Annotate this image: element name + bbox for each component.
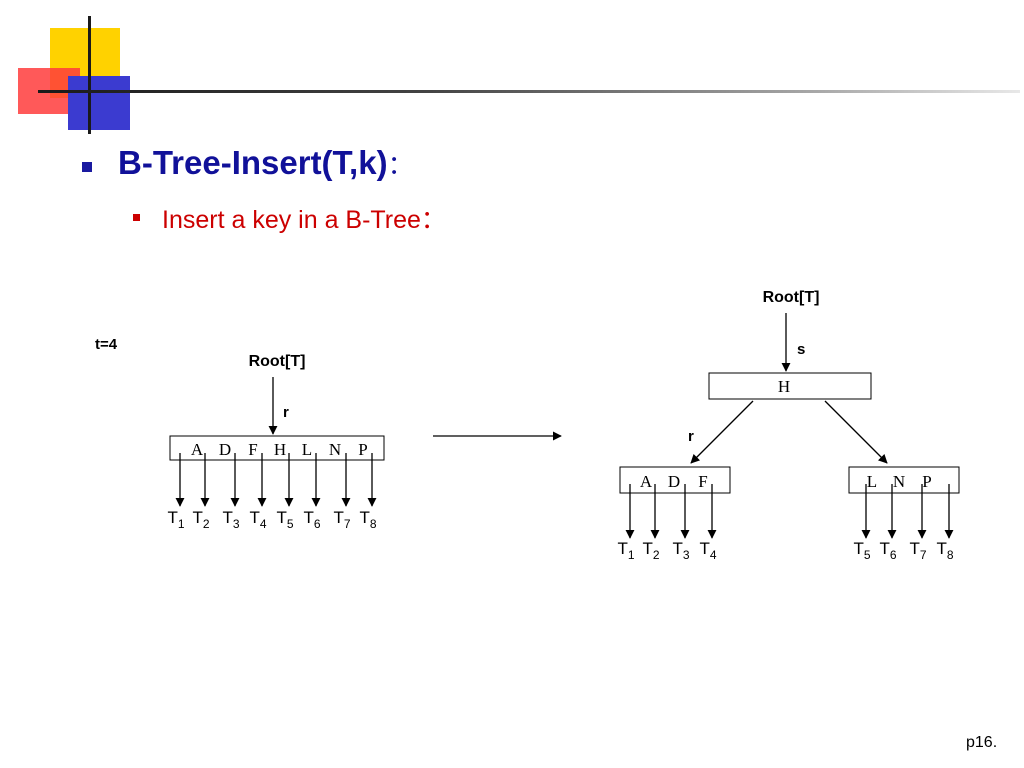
left-node xyxy=(169,435,385,461)
decor-horizontal-line xyxy=(38,90,1020,93)
left-root-label: Root[T] xyxy=(249,353,306,370)
left-node-children: T1 T2 T3 T4 T5 T6 T7 T8 xyxy=(167,453,377,531)
left-node-child-label: T5 xyxy=(276,508,293,531)
t-label: t=4 xyxy=(95,336,118,353)
bullet-square-icon xyxy=(82,162,92,172)
right-right-node-child-label: T6 xyxy=(879,539,896,562)
right-left-node-key: F xyxy=(698,472,707,491)
right-right-node-child-label: T5 xyxy=(853,539,870,562)
right-right-node-child-label: T8 xyxy=(936,539,953,562)
right-right-node-child-label: T7 xyxy=(909,539,926,562)
right-root-key: H xyxy=(778,377,790,396)
left-node-child-label: T4 xyxy=(249,508,266,531)
right-left-node-child-label: T3 xyxy=(672,539,689,562)
right-left-node-child-label: T1 xyxy=(617,539,634,562)
left-node-child-label: T8 xyxy=(359,508,376,531)
left-node-key: P xyxy=(358,440,367,459)
right-left-node-child-label: T2 xyxy=(642,539,659,562)
right-left-pointer-label: r xyxy=(688,428,694,445)
decor-blue-square xyxy=(68,76,130,130)
right-right-branch-arrow xyxy=(824,400,888,464)
left-node-key: H xyxy=(274,440,286,459)
left-node-child-label: T1 xyxy=(167,508,184,531)
right-right-node xyxy=(848,466,960,494)
right-right-node-children: T5 T6 T7 T8 xyxy=(853,484,954,562)
right-right-node-key: N xyxy=(893,472,905,491)
right-left-branch-arrow xyxy=(690,400,754,464)
decor-vertical-line xyxy=(88,16,91,134)
right-left-node-children: T1 T2 T3 T4 xyxy=(617,484,717,562)
right-right-node-key: P xyxy=(922,472,931,491)
left-node-child-label: T6 xyxy=(303,508,320,531)
page-number: p16. xyxy=(966,734,998,751)
left-node-key: A xyxy=(191,440,204,459)
left-node-key: L xyxy=(302,440,312,459)
right-left-node-key: A xyxy=(640,472,653,491)
right-right-node-key: L xyxy=(867,472,877,491)
left-node-key: N xyxy=(329,440,341,459)
left-pointer-label: r xyxy=(283,404,289,421)
left-node-key: D xyxy=(219,440,231,459)
left-node-child-label: T3 xyxy=(222,508,239,531)
left-node-key: F xyxy=(248,440,257,459)
slide-title: B-Tree-Insert(T,k)： xyxy=(118,144,414,181)
left-node-child-label: T2 xyxy=(192,508,209,531)
bullet-square-small-icon xyxy=(133,214,140,221)
right-pointer-label: s xyxy=(797,341,805,358)
right-left-node-child-label: T4 xyxy=(699,539,716,562)
right-root-node xyxy=(708,372,872,400)
right-root-label: Root[T] xyxy=(763,289,820,306)
slide-subtitle: Insert a key in a B-Tree： xyxy=(162,206,446,234)
right-left-node-key: D xyxy=(668,472,680,491)
left-node-child-label: T7 xyxy=(333,508,350,531)
